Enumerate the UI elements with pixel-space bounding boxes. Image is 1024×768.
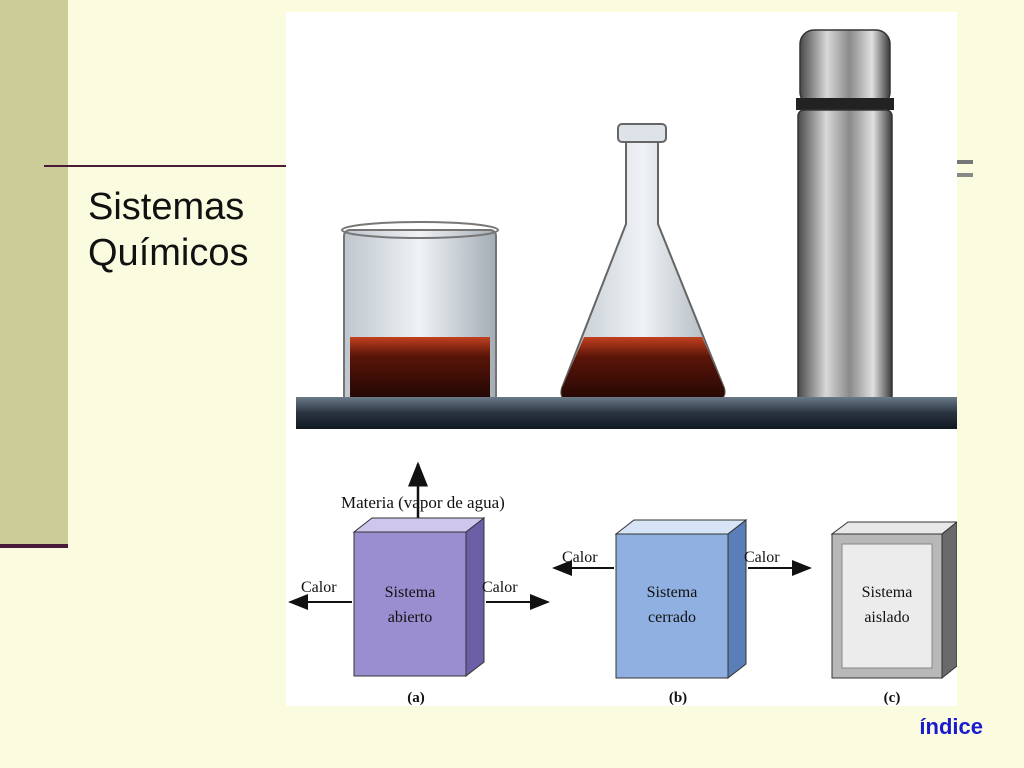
closed-system-diagram: Sistema cerrado Calor Calor (b) (552, 518, 812, 706)
isolated-system-label-1: Sistema (862, 584, 913, 601)
open-system-diagram: Materia (vapor de agua) Sistema abierto … (288, 461, 550, 706)
closed-system-label-2: cerrado (648, 609, 696, 626)
open-heat-left-label: Calor (301, 579, 337, 596)
closed-system-label-1: Sistema (647, 584, 698, 601)
left-band-rule (0, 544, 68, 548)
open-system-label-1: Sistema (385, 584, 436, 601)
systems-figure: Materia (vapor de agua) Sistema abierto … (286, 12, 957, 706)
thermos-image (796, 29, 894, 403)
title-rule (44, 165, 294, 167)
slide-title: Sistemas Químicos (88, 184, 248, 276)
isolated-system-label-2: aislado (864, 609, 909, 626)
closed-heat-left-label: Calor (562, 549, 598, 566)
flask-image (560, 123, 726, 405)
shelf (296, 397, 957, 429)
slide-title-line-1: Sistemas (88, 186, 245, 228)
open-system-label-2: abierto (388, 609, 432, 626)
closed-heat-right-label: Calor (744, 549, 780, 566)
slide-title-line-2: Químicos (88, 232, 249, 274)
caption-b: (b) (669, 690, 687, 706)
caption-c: (c) (884, 690, 901, 706)
systems-illustration: Materia (vapor de agua) Sistema abierto … (286, 12, 957, 706)
open-heat-right-label: Calor (482, 579, 518, 596)
left-accent-band (0, 0, 68, 548)
index-link[interactable]: índice (919, 714, 983, 739)
beaker-image (341, 221, 499, 403)
caption-a: (a) (407, 690, 425, 706)
matter-vapor-label: Materia (vapor de agua) (341, 493, 505, 512)
isolated-system-diagram: Sistema aislado (c) (830, 521, 957, 706)
right-rule-mark (955, 160, 973, 164)
right-rule-mark-2 (955, 173, 973, 177)
